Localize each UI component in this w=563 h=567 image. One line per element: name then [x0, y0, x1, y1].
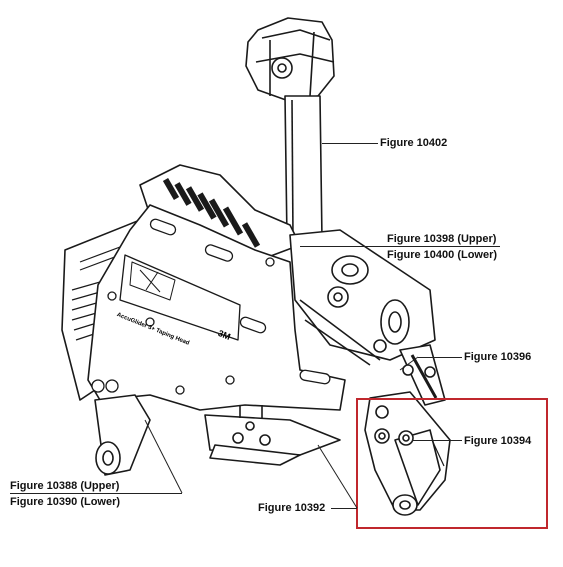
callout-figure-10390-lower: Figure 10390 (Lower) [10, 496, 121, 508]
lower-roller-bracket [94, 394, 151, 476]
callout-figure-10398-upper: Figure 10398 (Upper) [387, 233, 497, 245]
leader-10402 [322, 143, 378, 144]
spring-arm [399, 344, 446, 406]
callout-figure-10396: Figure 10396 [464, 351, 532, 363]
callout-figure-10388-upper: Figure 10388 (Upper) [10, 480, 120, 492]
callout-figure-10402: Figure 10402 [380, 137, 448, 149]
leader-10388-underline [10, 493, 182, 494]
buffer-roller-arm [364, 391, 451, 516]
callout-figure-10400-lower: Figure 10400 (Lower) [387, 249, 498, 261]
cutoff-knife-assembly [204, 405, 341, 466]
top-cover [139, 164, 301, 261]
leader-10396 [418, 357, 462, 358]
leader-10398-underline [300, 246, 500, 247]
leader-10394 [412, 440, 462, 441]
highlight-box [356, 398, 548, 529]
leader-10392 [331, 508, 357, 509]
callout-figure-10394: Figure 10394 [464, 435, 532, 447]
upper-roller-assembly [289, 229, 436, 366]
callout-figure-10392: Figure 10392 [258, 502, 326, 514]
